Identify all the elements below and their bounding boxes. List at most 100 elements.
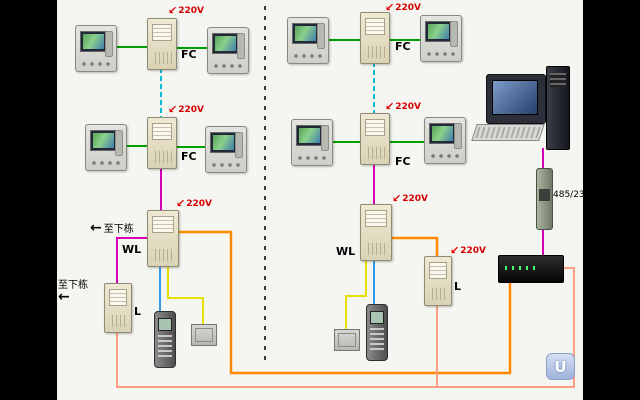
pc-keyboard	[471, 124, 545, 141]
monitor-handset	[321, 125, 329, 151]
monitor-screen	[296, 125, 323, 146]
pc-screen	[492, 80, 538, 115]
unit-label-plate	[365, 119, 385, 136]
monitor-screen	[425, 21, 452, 42]
monitor-handset	[454, 123, 462, 149]
pc-tower	[546, 66, 570, 150]
wl1-tag: WL	[122, 243, 142, 256]
next-building-text: 至下栋	[58, 280, 88, 291]
power-text: 220V	[460, 246, 486, 256]
unit-label-plate	[429, 262, 447, 279]
unit-vents	[365, 46, 385, 58]
next-building-note-2: 至下栋 ←	[58, 276, 88, 304]
power-text: 220V	[186, 199, 212, 209]
line-multiplexer-unit	[498, 255, 564, 283]
left-arrow-icon: ←	[90, 219, 102, 236]
indoor-monitor-6	[420, 15, 462, 62]
handset-screen	[370, 311, 384, 324]
handset-keypad	[158, 335, 172, 360]
power-text: 220V	[402, 194, 428, 204]
wire-wl1-l1	[116, 237, 147, 283]
wire-wl2-junction2	[345, 259, 367, 329]
next-building-note-1: ← 至下栋	[90, 219, 134, 236]
monitor-buttons	[426, 51, 456, 57]
floor-controller-fc2	[147, 117, 177, 169]
monitor-video-feed	[83, 34, 104, 49]
indoor-monitor-1	[75, 25, 117, 72]
power-arrow-icon: ↙	[168, 103, 178, 116]
l1-tag: L	[134, 305, 142, 318]
power-label-fc1: ↙ 220V	[168, 4, 204, 17]
brand-logo: U	[546, 353, 575, 380]
unit-vents	[109, 315, 127, 327]
wire-l1-lineunit-trunk	[116, 267, 575, 388]
unit-label-plate	[109, 289, 127, 306]
monitor-buttons	[297, 155, 327, 161]
unit-vents	[365, 243, 387, 255]
handset-screen	[158, 318, 172, 331]
unit-label-plate	[152, 123, 172, 140]
indoor-monitor-2	[207, 27, 249, 74]
indoor-monitor-5	[287, 17, 329, 64]
indoor-monitor-7	[291, 119, 333, 166]
junction-box-2	[334, 329, 360, 351]
door-station-handset-1	[154, 311, 176, 368]
power-label-wl1: ↙ 220V	[176, 197, 212, 210]
unit-vents	[365, 147, 385, 159]
monitor-buttons	[430, 153, 460, 159]
unit-vents	[152, 151, 172, 163]
monitor-handset	[450, 21, 458, 47]
converter-tag: 485/232	[553, 190, 591, 200]
wire-wl2-l2	[390, 236, 439, 256]
floor-controller-fc3	[360, 12, 390, 64]
monitor-screen	[90, 130, 117, 151]
power-arrow-icon: ↙	[450, 244, 460, 257]
unit-vents	[429, 288, 447, 300]
indoor-monitor-3	[85, 124, 127, 171]
monitor-screen	[292, 23, 319, 44]
monitor-video-feed	[428, 24, 449, 39]
wire-wl1-lineunit-trunk	[177, 230, 512, 375]
line-unit-l1	[104, 283, 132, 333]
monitor-handset	[235, 132, 243, 158]
wl2-tag: WL	[336, 245, 356, 258]
power-arrow-icon: ↙	[176, 197, 186, 210]
unit-vents	[152, 52, 172, 64]
monitor-video-feed	[295, 26, 316, 41]
unit-label-plate	[152, 216, 174, 233]
monitor-handset	[105, 31, 113, 57]
fc1-tag: FC	[181, 48, 197, 61]
power-label-wl2: ↙ 220V	[392, 192, 428, 205]
power-text: 220V	[395, 102, 421, 112]
next-building-text: 至下栋	[103, 224, 134, 235]
floor-controller-fc1	[147, 18, 177, 70]
power-arrow-icon: ↙	[385, 1, 395, 14]
diagram-background	[57, 0, 583, 400]
network-controller-wl1	[147, 210, 179, 267]
power-text: 220V	[178, 105, 204, 115]
monitor-video-feed	[93, 133, 114, 148]
power-label-fc3: ↙ 220V	[385, 1, 421, 14]
monitor-buttons	[81, 61, 111, 67]
monitor-video-feed	[215, 36, 236, 51]
power-text: 220V	[395, 3, 421, 13]
power-text: 220V	[178, 6, 204, 16]
handset-keypad	[370, 328, 384, 353]
line-unit-l2	[424, 256, 452, 306]
floor-controller-fc4	[360, 113, 390, 165]
monitor-buttons	[91, 160, 121, 166]
monitor-screen	[210, 132, 237, 153]
power-arrow-icon: ↙	[392, 192, 402, 205]
power-arrow-icon: ↙	[168, 4, 178, 17]
power-label-l2: ↙ 220V	[450, 244, 486, 257]
monitor-handset	[115, 130, 123, 156]
power-arrow-icon: ↙	[385, 100, 395, 113]
fc4-tag: FC	[395, 155, 411, 168]
indoor-monitor-8	[424, 117, 466, 164]
monitor-screen	[80, 31, 107, 52]
fc3-tag: FC	[395, 40, 411, 53]
monitor-video-feed	[299, 128, 320, 143]
monitor-video-feed	[213, 135, 234, 150]
unit-label-plate	[152, 24, 172, 41]
